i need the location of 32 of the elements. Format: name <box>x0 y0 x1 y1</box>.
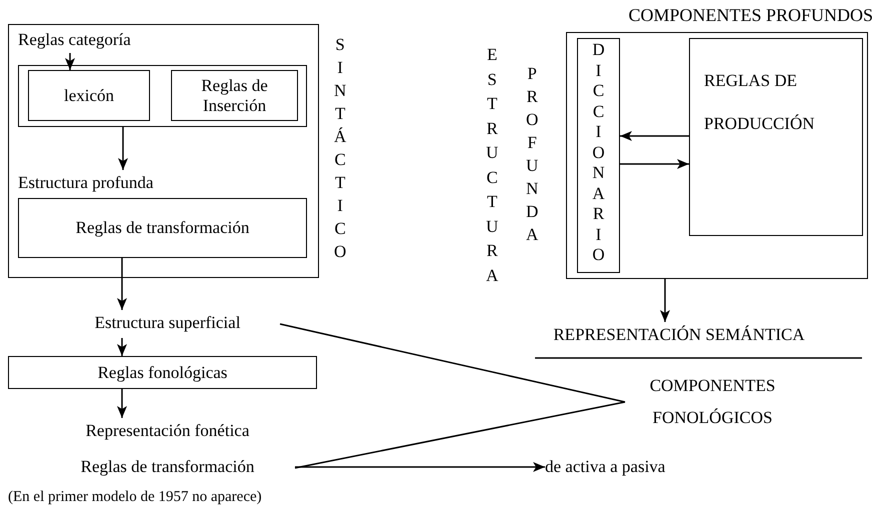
text-label: Estructura profunda <box>18 170 218 196</box>
group-box <box>8 24 319 278</box>
component-heading: COMPONENTES PROFUNDOS <box>628 4 872 27</box>
text-label: Estructura superficial <box>55 310 280 338</box>
text-label: Reglas de transformación <box>40 454 295 482</box>
dictionary-box: DICCIONARIO <box>577 38 620 273</box>
arrow <box>660 279 670 322</box>
text-label: REPRESENTACIÓN SEMÁNTICA <box>513 322 845 350</box>
process-box: lexicón <box>28 70 150 121</box>
vertical-label: SINTÁCTICO <box>334 34 346 263</box>
text-label: COMPONENTES FONOLÓGICOS <box>625 370 800 434</box>
group-box <box>18 65 307 127</box>
process-box: Reglas fonológicas <box>8 356 317 389</box>
arrow <box>117 338 127 356</box>
arrow <box>117 258 127 310</box>
arrow <box>117 389 127 418</box>
arrow <box>620 159 689 169</box>
vertical-label: ESTRUCTURA <box>486 44 498 286</box>
arrow <box>295 462 545 472</box>
text-label: de activa a pasiva <box>545 454 720 482</box>
text-label: Reglas categoría <box>18 27 178 53</box>
note-text: (En el primer modelo de 1957 no aparece) <box>8 488 262 507</box>
process-box: Reglas de Inserción <box>171 70 298 121</box>
connector-line <box>280 323 626 403</box>
arrow <box>620 131 689 141</box>
arrow <box>118 127 128 170</box>
vertical-label: PROFUNDA <box>526 63 538 246</box>
connector-line <box>294 401 626 469</box>
text-label: Representación fonética <box>45 418 290 446</box>
process-box: Reglas de transformación <box>18 198 307 258</box>
process-box: REGLAS DE PRODUCCIÓN <box>689 38 863 236</box>
arrow <box>65 53 75 70</box>
